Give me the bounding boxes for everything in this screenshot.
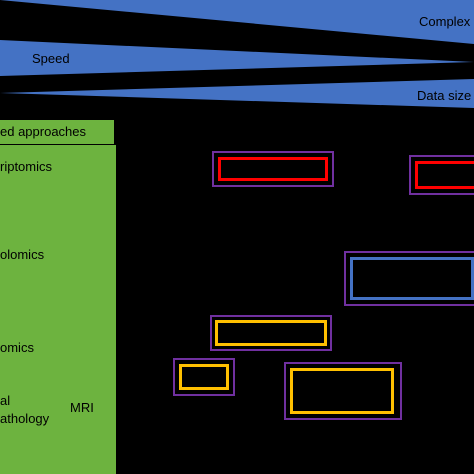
mri-range-inner (290, 368, 394, 414)
pathology-range-inner (179, 364, 229, 390)
pathology-label: athology (0, 411, 50, 426)
pathology-range-outer (173, 358, 235, 396)
transcriptomics-range-outer (212, 151, 334, 187)
data-size-wedge (0, 79, 474, 108)
approaches-panel (0, 145, 116, 474)
approaches-header-label: ed approaches (0, 124, 87, 139)
speed-label: Speed (32, 51, 70, 66)
metabolomics-range-inner (350, 257, 474, 300)
wedge-graphic (0, 0, 474, 108)
data-size-label: Data size (417, 88, 472, 103)
speed-wedge (0, 40, 474, 76)
mri-range-outer (284, 362, 402, 420)
proteomics-range-outer (210, 315, 332, 351)
transcriptomics-range-inner-2 (415, 161, 474, 189)
complexity-wedge (0, 0, 474, 44)
digital-label: al (0, 393, 11, 408)
metabolomics-label: olomics (0, 247, 45, 262)
metabolomics-range-outer (344, 251, 474, 306)
transcriptomics-label: riptomics (0, 159, 53, 174)
mri-label: MRI (70, 400, 94, 415)
approaches-header: ed approaches (0, 120, 116, 146)
proteomics-range-inner (215, 320, 327, 346)
complexity-label: Complex (419, 14, 471, 29)
transcriptomics-range-inner (218, 157, 328, 181)
transcriptomics-range-outer-2 (409, 155, 474, 195)
proteomics-label: omics (0, 340, 34, 355)
